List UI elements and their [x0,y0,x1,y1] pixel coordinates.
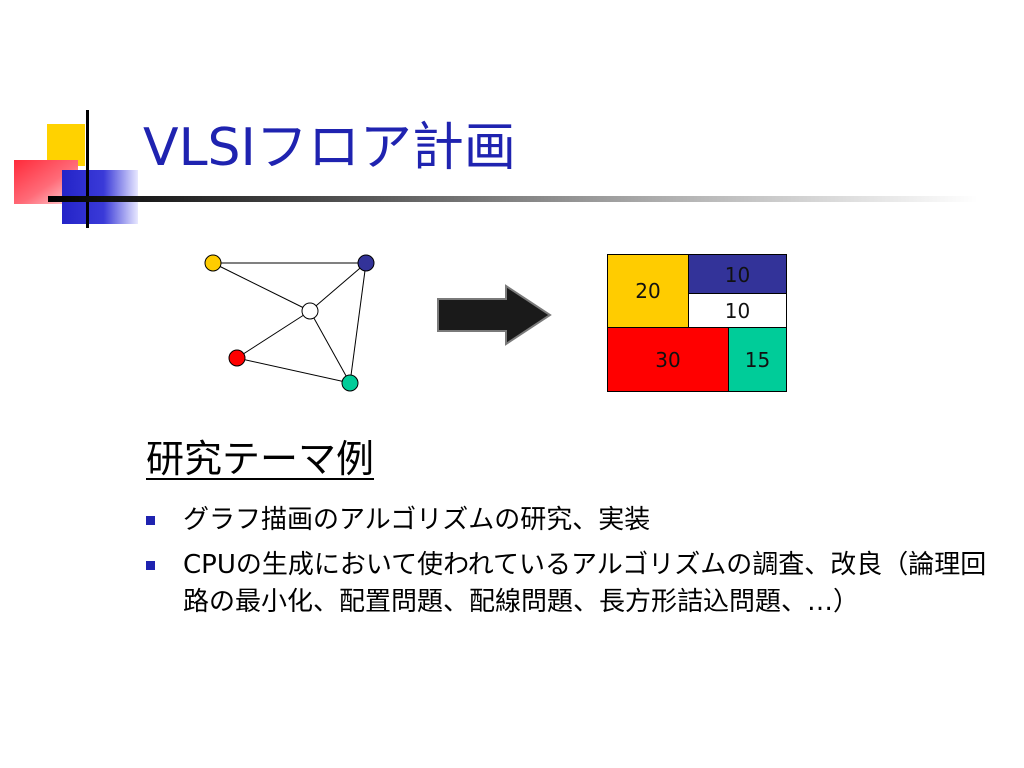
arrow-shape [437,284,552,346]
floorplan-block: 10 [688,293,787,328]
floorplan-block: 10 [688,254,787,294]
graph-edge [309,262,367,312]
bullet-marker [146,516,155,525]
graph-node [228,349,246,367]
graph-edge [236,357,351,384]
right-arrow-icon [437,284,552,346]
graph-edge [349,262,367,384]
title-rule [48,196,978,202]
section-heading: 研究テーマ例 [146,437,375,481]
graph-diagram [204,254,375,392]
graph-node [204,254,222,272]
floorplan-diagram: 20 10 10 30 15 [607,254,787,392]
graph-edge [309,310,351,384]
decor-yellow-square [47,124,85,166]
graph-edge [236,310,311,359]
bullet-marker [146,561,155,570]
graph-node [301,302,319,320]
graph-node [357,254,375,272]
bullet-item: グラフ描画のアルゴリズムの研究、実装 [183,505,651,535]
floorplan-block: 20 [607,254,689,328]
slide-title: VLSIフロア計画 [143,118,516,178]
bullet-item: CPUの生成において使われているアルゴリズムの調査、改良（論理回路の最小化、配置… [183,550,987,617]
graph-node [341,374,359,392]
graph-edge [212,262,311,312]
decor-vertical-line [86,110,89,228]
floorplan-block: 15 [728,327,787,392]
floorplan-block: 30 [607,327,729,392]
